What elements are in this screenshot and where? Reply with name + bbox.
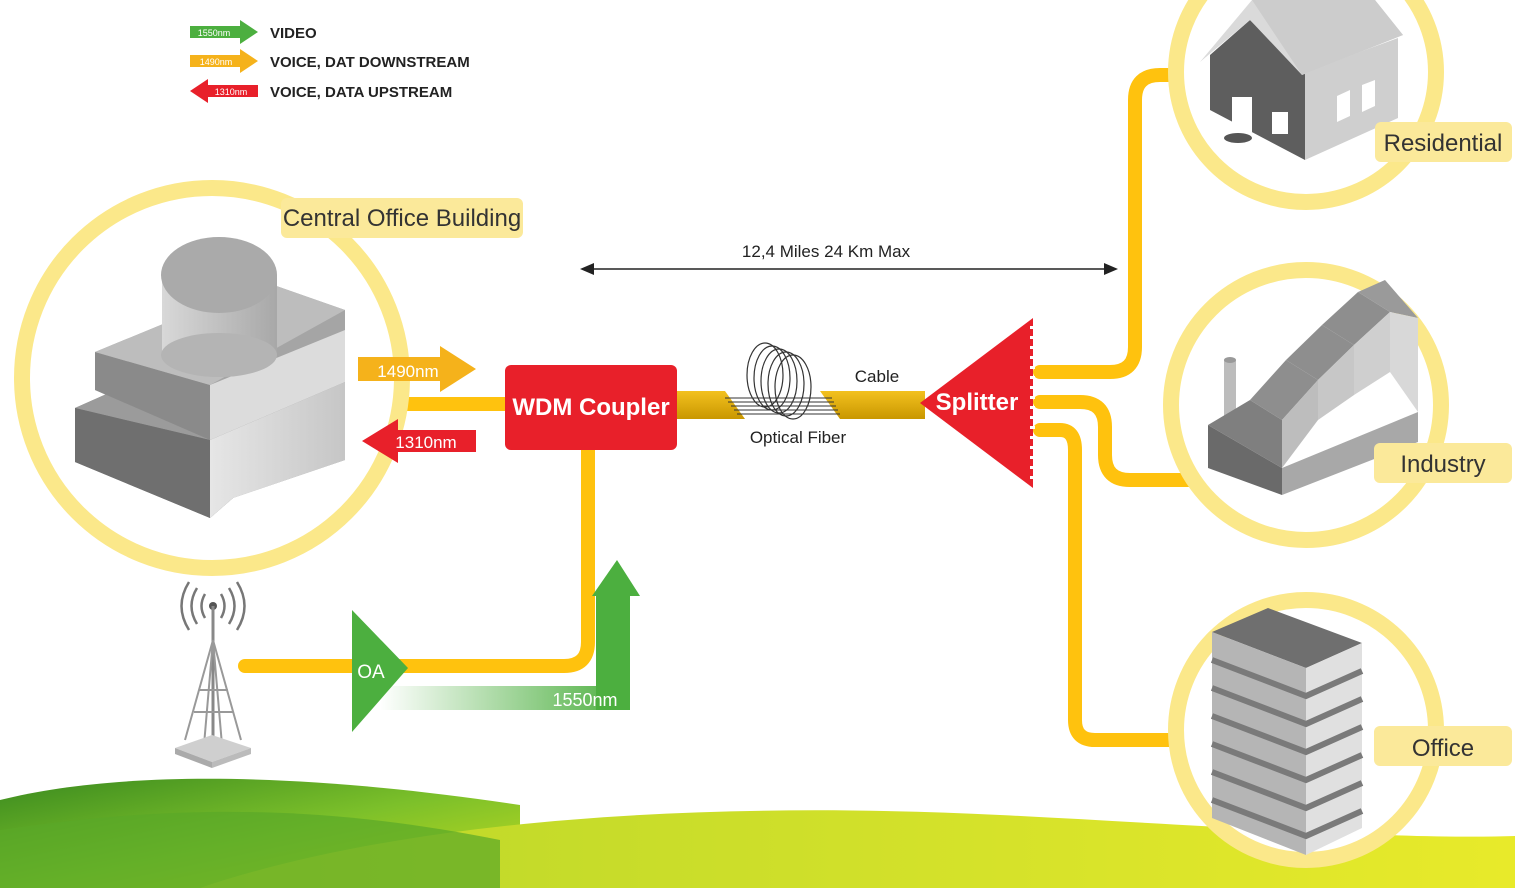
video-text: 1550nm bbox=[552, 690, 617, 710]
ground-hills bbox=[0, 778, 1515, 888]
downstream-arrow: 1490nm bbox=[358, 346, 476, 392]
legend-label-downstream: VOICE, DAT DOWNSTREAM bbox=[270, 54, 470, 71]
fiber-cable: Cable Optical Fiber bbox=[677, 342, 925, 447]
upstream-text: 1310nm bbox=[395, 433, 456, 452]
fiber-to-residential bbox=[1033, 68, 1247, 379]
office-tower bbox=[1210, 608, 1364, 855]
antenna-tower bbox=[175, 581, 251, 768]
residential-text: Residential bbox=[1384, 130, 1503, 157]
central-office-text: Central Office Building bbox=[283, 205, 521, 232]
legend-arrow-video: 1550nm VIDEO bbox=[190, 20, 317, 44]
office-label: Office bbox=[1374, 726, 1512, 766]
legend-tag-downstream: 1490nm bbox=[200, 57, 233, 67]
legend-label-upstream: VOICE, DATA UPSTREAM bbox=[270, 84, 452, 101]
legend-arrow-downstream: 1490nm VOICE, DAT DOWNSTREAM bbox=[190, 49, 470, 73]
office-text: Office bbox=[1412, 735, 1474, 762]
radio-waves-icon bbox=[180, 581, 246, 631]
video-arrow: 1550nm bbox=[380, 560, 640, 710]
industry-factory bbox=[1208, 280, 1418, 495]
upstream-arrow: 1310nm bbox=[362, 419, 476, 463]
fiber-wdm-to-oa bbox=[388, 443, 595, 673]
wdm-text: WDM Coupler bbox=[512, 394, 669, 421]
legend-tag-upstream: 1310nm bbox=[215, 87, 248, 97]
fiber-to-industry bbox=[1033, 395, 1247, 487]
industry-text: Industry bbox=[1400, 451, 1485, 478]
cable-text: Cable bbox=[855, 367, 899, 386]
fiber-coil bbox=[746, 342, 812, 420]
optical-fiber-text: Optical Fiber bbox=[750, 428, 847, 447]
residential-house bbox=[1200, 0, 1403, 160]
wdm-coupler: WDM Coupler bbox=[505, 365, 677, 450]
splitter: Splitter bbox=[920, 318, 1035, 488]
downstream-text: 1490nm bbox=[377, 362, 438, 381]
legend-arrow-upstream: 1310nm VOICE, DATA UPSTREAM bbox=[190, 79, 452, 103]
legend-label-video: VIDEO bbox=[270, 25, 317, 42]
distance-text: 12,4 Miles 24 Km Max bbox=[742, 242, 911, 261]
oa-text: OA bbox=[357, 662, 385, 683]
fiber-to-office bbox=[1033, 423, 1247, 747]
residential-label: Residential bbox=[1375, 122, 1512, 162]
central-office-label: Central Office Building bbox=[281, 198, 523, 238]
legend-tag-video: 1550nm bbox=[198, 28, 231, 38]
distance-indicator: 12,4 Miles 24 Km Max bbox=[580, 242, 1118, 275]
legend: 1550nm VIDEO 1490nm VOICE, DAT DOWNSTREA… bbox=[190, 20, 470, 103]
central-office-building bbox=[75, 237, 345, 518]
splitter-ports bbox=[1030, 326, 1035, 479]
optical-amplifier: OA bbox=[352, 610, 408, 732]
industry-label: Industry bbox=[1374, 443, 1512, 483]
splitter-text: Splitter bbox=[936, 389, 1019, 416]
